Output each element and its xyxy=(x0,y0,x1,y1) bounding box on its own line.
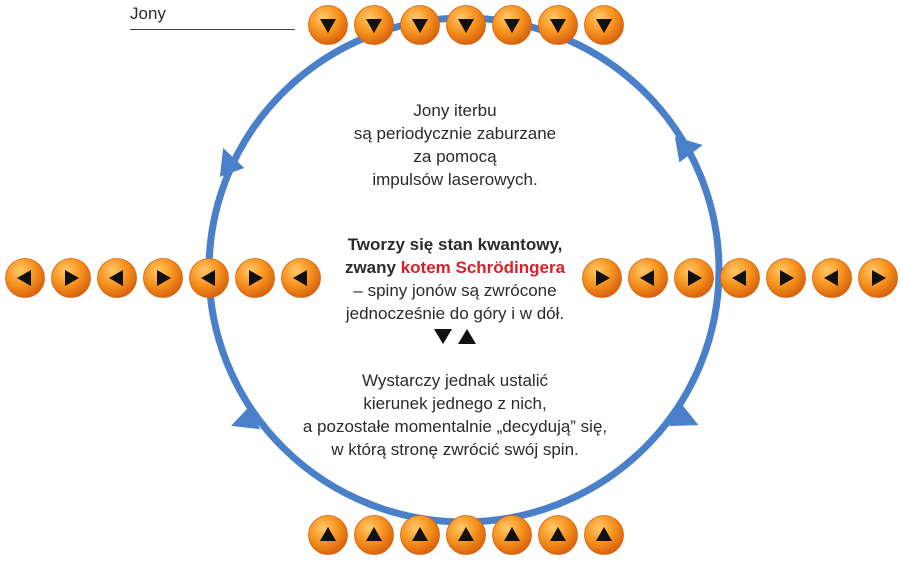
text-line: – spiny jonów są zwrócone xyxy=(353,281,557,300)
text-line: zwany kotem Schrödingera xyxy=(250,256,660,279)
ion-row-top xyxy=(308,5,624,45)
spin-down-icon xyxy=(596,19,612,33)
text-schrodinger-cat: Tworzy się stan kwantowy, zwany kotem Sc… xyxy=(250,233,660,325)
spin-down-icon xyxy=(458,19,474,33)
ion-row-bottom xyxy=(308,515,624,555)
spin-left-icon xyxy=(824,270,838,286)
spin-left-icon xyxy=(17,270,31,286)
spin-up-icon xyxy=(550,527,566,541)
text-laser-pulses: Jony iterbu są periodycznie zaburzane za… xyxy=(250,99,660,191)
spin-right-icon xyxy=(157,270,171,286)
spin-left-icon xyxy=(640,270,654,286)
cycle-arrows xyxy=(219,136,703,430)
spin-right-icon xyxy=(780,270,794,286)
ions-label: Jony xyxy=(130,4,166,23)
text-line: kierunek jednego z nich, xyxy=(363,394,547,413)
spin-left-icon xyxy=(732,270,746,286)
spin-right-icon xyxy=(688,270,702,286)
text-line: są periodycznie zaburzane xyxy=(353,124,557,143)
cycle-direction-arrow xyxy=(674,136,703,163)
spin-up-icon xyxy=(596,527,612,541)
cycle-direction-arrow xyxy=(669,402,699,426)
spin-down-icon xyxy=(320,19,336,33)
text-line: a pozostałe momentalnie „decydują” się, xyxy=(302,417,608,436)
text-fragment: zwany xyxy=(344,258,401,277)
text-measurement: Wystarczy jednak ustalić kierunek jedneg… xyxy=(250,369,660,461)
highlighted-term: kotem Schrödingera xyxy=(400,258,566,277)
cycle-direction-arrow xyxy=(231,404,260,430)
spin-left-icon xyxy=(109,270,123,286)
spin-right-icon xyxy=(249,270,263,286)
spin-up-icon xyxy=(504,527,520,541)
spin-up-icon xyxy=(366,527,382,541)
ions-label-line xyxy=(130,29,295,30)
ion-row-left xyxy=(5,258,321,298)
text-line: impulsów laserowych. xyxy=(372,170,538,189)
text-line: jednocześnie do góry i w dół. xyxy=(345,304,565,323)
spin-right-icon xyxy=(596,270,610,286)
spin-down-icon xyxy=(550,19,566,33)
spin-up-icon xyxy=(320,527,336,541)
spin-left-icon xyxy=(293,270,307,286)
ion-rows xyxy=(5,5,898,555)
spin-down-icon xyxy=(504,19,520,33)
spin-down-icon xyxy=(412,19,428,33)
spin-right-icon xyxy=(872,270,886,286)
ion-row-right xyxy=(582,258,898,298)
spin-up-icon xyxy=(412,527,428,541)
text-line: za pomocą xyxy=(413,147,497,166)
spin-up-icon xyxy=(458,329,476,344)
spin-right-icon xyxy=(65,270,79,286)
spin-left-icon xyxy=(201,270,215,286)
text-line: w którą stronę zwrócić swój spin. xyxy=(331,440,579,459)
spin-up-down-symbols xyxy=(250,329,660,344)
spin-down-icon xyxy=(434,329,452,344)
text-line: Tworzy się stan kwantowy, xyxy=(347,235,563,254)
text-line: Jony iterbu xyxy=(413,101,497,120)
cycle-direction-arrow xyxy=(219,148,245,177)
spin-down-icon xyxy=(366,19,382,33)
spin-up-icon xyxy=(458,527,474,541)
text-line: Wystarczy jednak ustalić xyxy=(362,371,548,390)
